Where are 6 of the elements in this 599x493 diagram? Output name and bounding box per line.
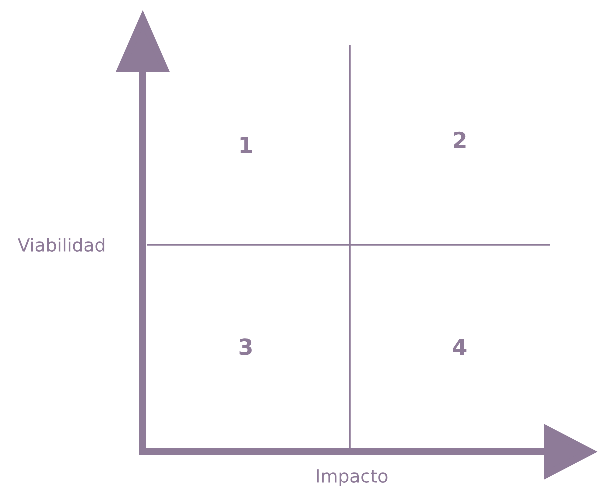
quadrant-number: 1 (240, 136, 252, 154)
axis-label: Impacto (317, 470, 388, 486)
quadrant-number: 3 (240, 338, 252, 356)
axis-label: Viabilidad (18, 238, 105, 252)
quadrant-number: 4 (453, 338, 467, 356)
quadrant-number: 2 (454, 132, 466, 148)
